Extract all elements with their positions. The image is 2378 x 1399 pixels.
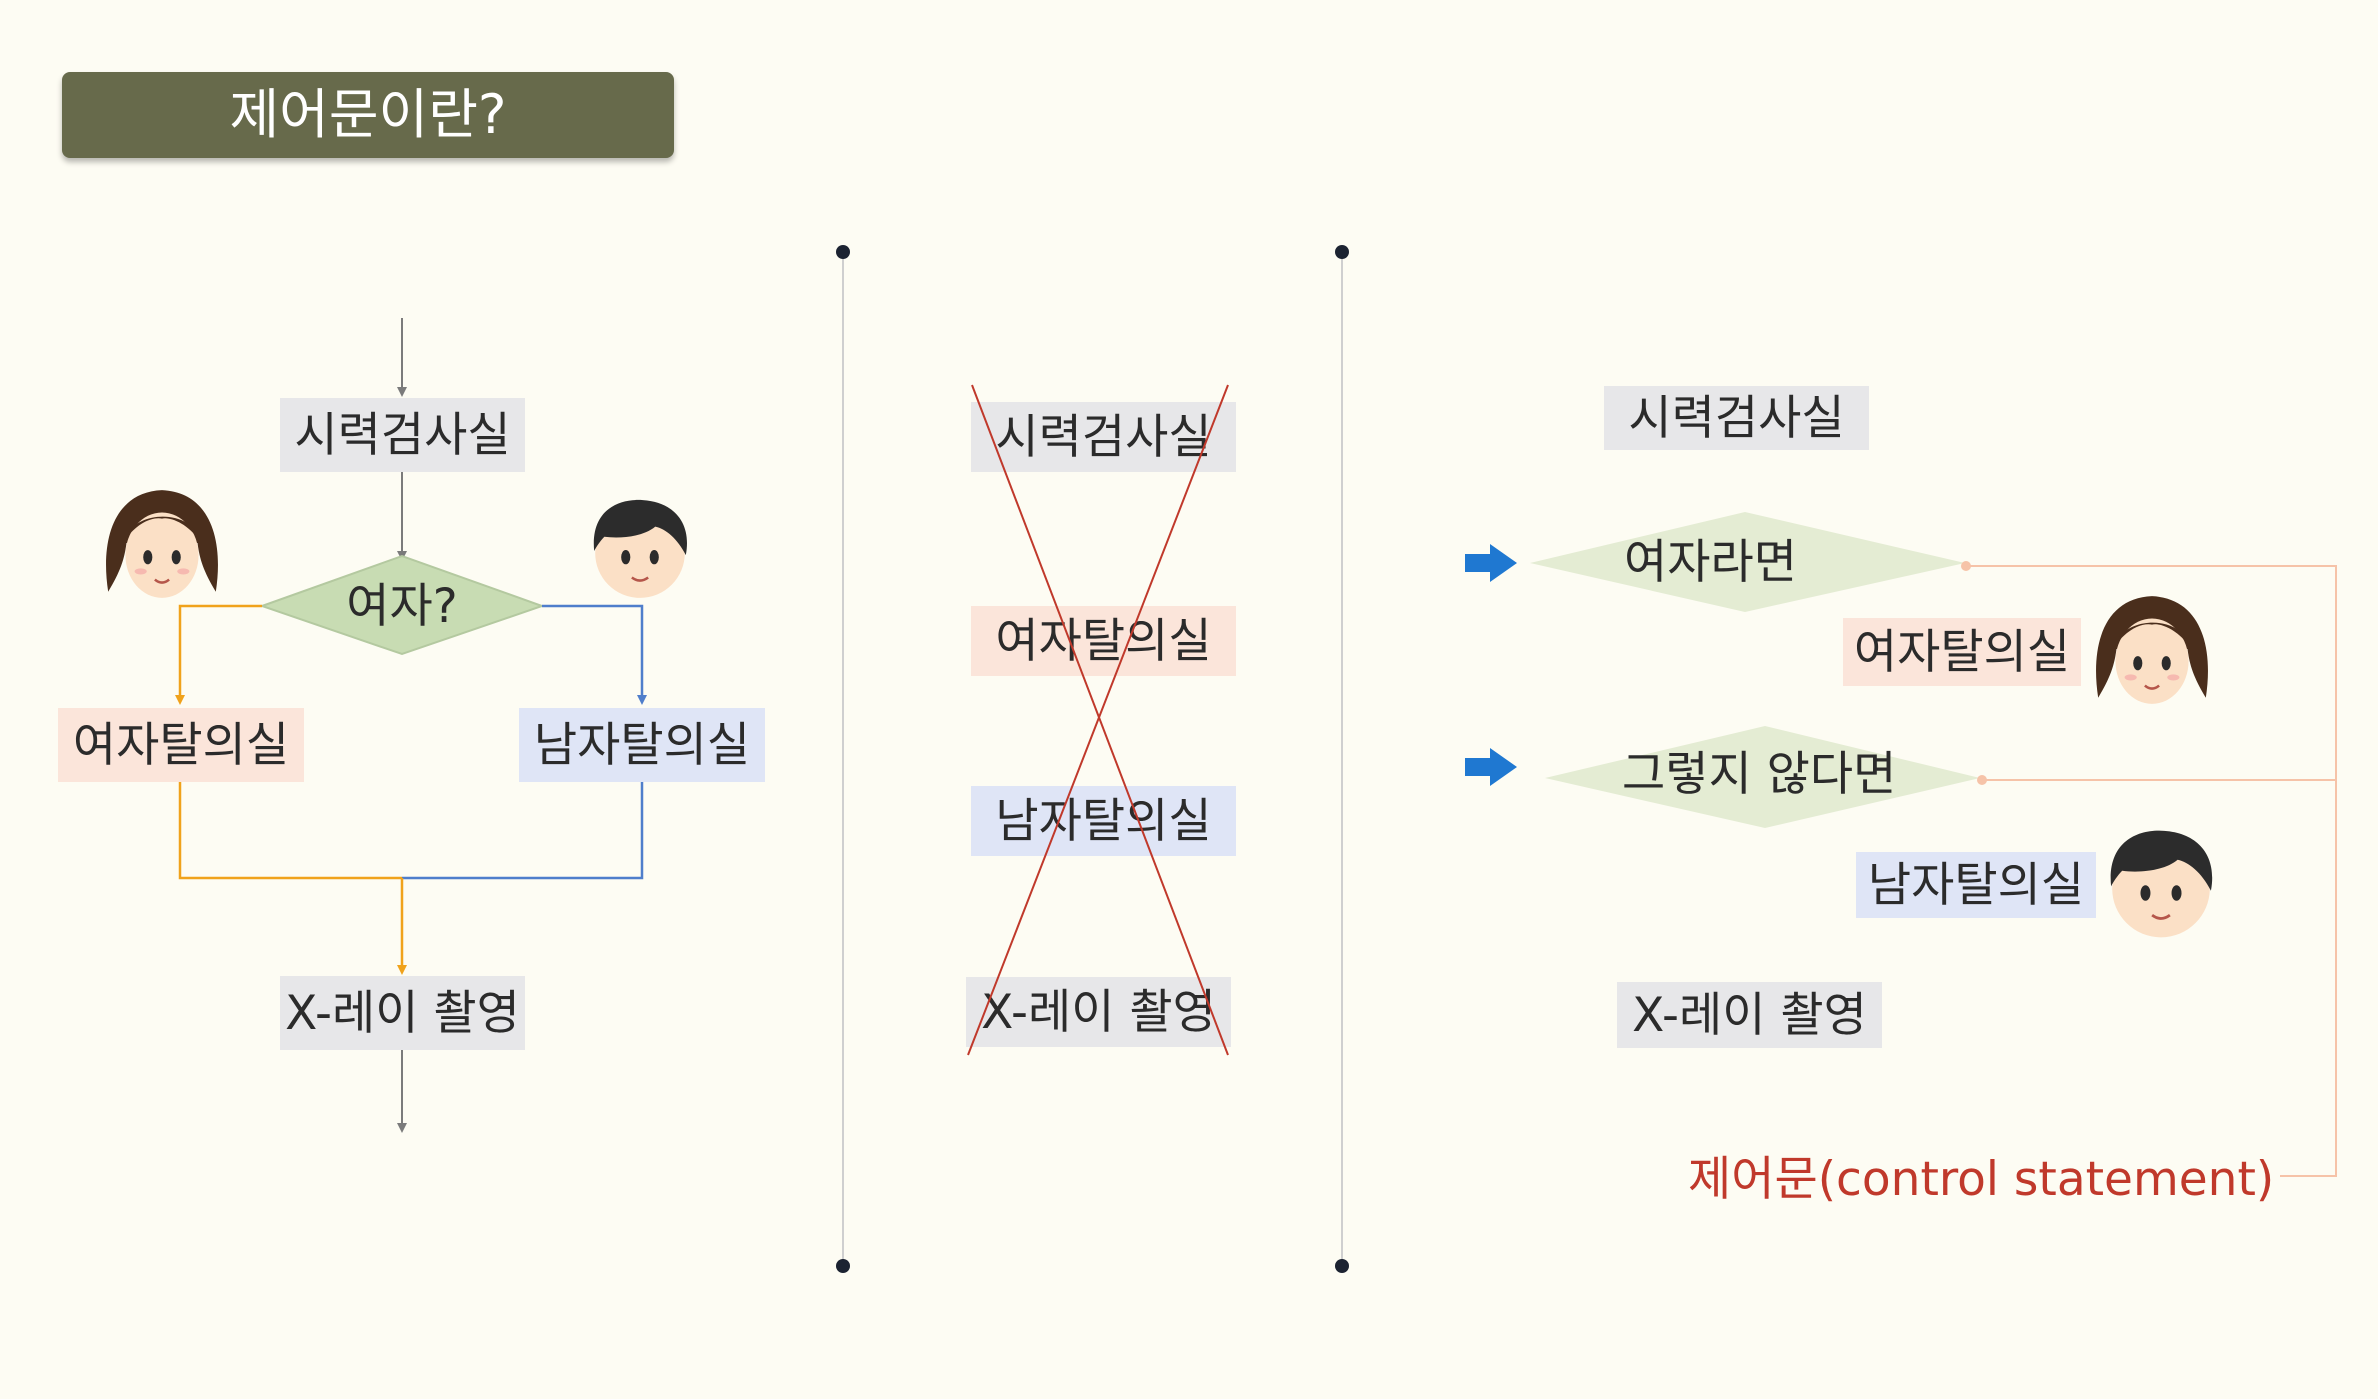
boy-face-icon bbox=[593, 499, 687, 598]
decision-label: 여자? bbox=[346, 578, 458, 634]
right-arrow-icon bbox=[1465, 748, 1517, 786]
divider-right-top-dot bbox=[1335, 245, 1349, 259]
male-room-box: 남자탈의실 bbox=[519, 708, 765, 782]
else-diamond bbox=[1545, 726, 1980, 828]
control-end-box: X-레이 촬영 bbox=[1617, 982, 1882, 1048]
male-merge-line bbox=[402, 782, 644, 880]
divider-right-bottom-dot bbox=[1335, 1259, 1349, 1273]
sequential-step-3: 남자탈의실 bbox=[971, 786, 1236, 856]
sequential-step-4: X-레이 촬영 bbox=[966, 977, 1231, 1047]
control-start-box: 시력검사실 bbox=[1604, 386, 1869, 450]
else-condition-label: 그렇지 않다면 bbox=[1622, 746, 1897, 802]
else-action-box: 남자탈의실 bbox=[1856, 852, 2096, 918]
female-room-box: 여자탈의실 bbox=[58, 708, 304, 782]
boy-face-icon bbox=[2110, 830, 2213, 938]
page-title: 제어문이란? bbox=[62, 72, 674, 158]
male-path-line bbox=[542, 604, 647, 705]
right-arrow-icon bbox=[1465, 544, 1517, 582]
flow-start-box: 시력검사실 bbox=[280, 398, 525, 472]
if-condition-label: 여자라면 bbox=[1624, 534, 1797, 590]
sequential-step-1: 시력검사실 bbox=[971, 402, 1236, 472]
girl-face-icon bbox=[2096, 596, 2208, 704]
sequential-step-2: 여자탈의실 bbox=[971, 606, 1236, 676]
if-diamond bbox=[1530, 512, 1965, 612]
divider-left-bottom-dot bbox=[836, 1259, 850, 1273]
girl-face-icon bbox=[106, 490, 218, 598]
bracket-line bbox=[1966, 565, 2337, 1177]
divider-left-top-dot bbox=[836, 245, 850, 259]
control-statement-caption: 제어문(control statement) bbox=[1688, 1152, 2275, 1207]
female-path-line bbox=[175, 604, 262, 705]
female-merge-line bbox=[178, 782, 402, 880]
if-action-box: 여자탈의실 bbox=[1843, 618, 2081, 686]
flow-end-box: X-레이 촬영 bbox=[280, 976, 525, 1050]
